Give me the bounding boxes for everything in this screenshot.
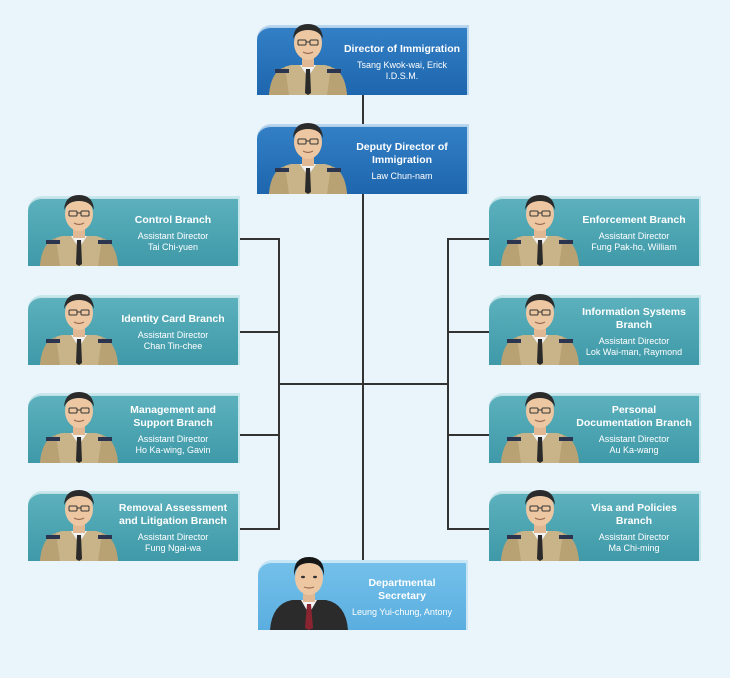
deputy-name: Law Chun-nam [371,170,433,181]
personal-documentation-branch-portrait [499,381,581,463]
director-portrait [267,13,349,95]
visa-branch-role: Assistant Director [598,532,670,542]
connector-right-3 [447,434,489,436]
connector-left-1 [240,238,280,240]
connector-right-4 [447,528,489,530]
identity-card-branch-card: Identity Card Branch Assistant Director … [28,295,240,365]
visa-branch-card: Visa and Policies Branch Assistant Direc… [489,491,701,561]
control-branch-title: Control Branch [134,213,212,226]
identity-card-branch-name: Chan Tin-chee [143,340,203,351]
connector-top [362,93,364,125]
information-systems-branch-role: Assistant Director [598,336,670,346]
enforcement-branch-title: Enforcement Branch [582,213,686,226]
information-systems-branch-title: Information Systems Branch [582,306,686,331]
identity-card-branch-title: Identity Card Branch [121,312,225,325]
visa-branch-portrait [499,479,581,561]
information-systems-branch-portrait [499,283,581,365]
departmental-secretary-title: Departmental Secretary [368,576,436,602]
visa-branch-name: Ma Chi-ming [608,543,660,553]
management-branch-role: Assistant Director [137,434,209,444]
deputy-card: Deputy Director of Immigration Law Chun-… [257,124,469,194]
removal-branch-card: Removal Assessment and Litigation Branch… [28,491,240,561]
departmental-secretary-name: Leung Yui-chung, Antony [352,606,452,617]
information-systems-branch-card: Information Systems Branch Assistant Dir… [489,295,701,365]
departmental-secretary-portrait [268,548,350,630]
identity-card-branch-portrait [38,283,120,365]
personal-documentation-branch-card: Personal Documentation Branch Assistant … [489,393,701,463]
enforcement-branch-portrait [499,184,581,266]
director-name: Tsang Kwok-wai, Erick [356,59,448,70]
director-card: Director of Immigration Tsang Kwok-wai, … [257,25,469,95]
management-branch-portrait [38,381,120,463]
enforcement-branch-card: Enforcement Branch Assistant Director Fu… [489,196,701,266]
departmental-secretary-card: Departmental Secretary Leung Yui-chung, … [258,560,468,630]
connector-trunk [362,192,364,560]
deputy-title: Deputy Director of Immigration [356,140,448,166]
control-branch-role: Assistant Director [137,230,209,241]
control-branch-card: Control Branch Assistant Director Tai Ch… [28,196,240,266]
personal-documentation-branch-name: Au Ka-wang [609,445,659,455]
identity-card-branch-role: Assistant Director [137,329,209,340]
deputy-portrait [267,112,349,194]
visa-branch-title: Visa and Policies Branch [591,502,677,527]
control-branch-portrait [38,184,120,266]
control-branch-name: Tai Chi-yuen [147,241,199,252]
director-honour: I.D.S.M. [385,70,419,81]
personal-documentation-branch-title: Personal Documentation Branch [576,404,692,429]
enforcement-branch-name: Fung Pak-ho, William [591,241,677,252]
director-title: Director of Immigration [343,42,461,55]
connector-left-2 [240,331,280,333]
information-systems-branch-name: Lok Wai-man, Raymond [585,347,683,357]
connector-left-3 [240,434,280,436]
connector-right-1 [447,238,489,240]
enforcement-branch-role: Assistant Director [598,230,670,241]
removal-branch-name: Fung Ngai-wa [144,543,202,553]
personal-documentation-branch-role: Assistant Director [598,434,670,444]
removal-branch-title: Removal Assessment and Litigation Branch [118,502,228,527]
removal-branch-portrait [38,479,120,561]
connector-right-2 [447,331,489,333]
management-branch-card: Management and Support Branch Assistant … [28,393,240,463]
connector-cross [278,383,449,385]
management-branch-title: Management and Support Branch [130,404,216,429]
removal-branch-role: Assistant Director [137,532,209,542]
connector-left-4 [240,528,280,530]
management-branch-name: Ho Ka-wing, Gavin [135,445,211,455]
